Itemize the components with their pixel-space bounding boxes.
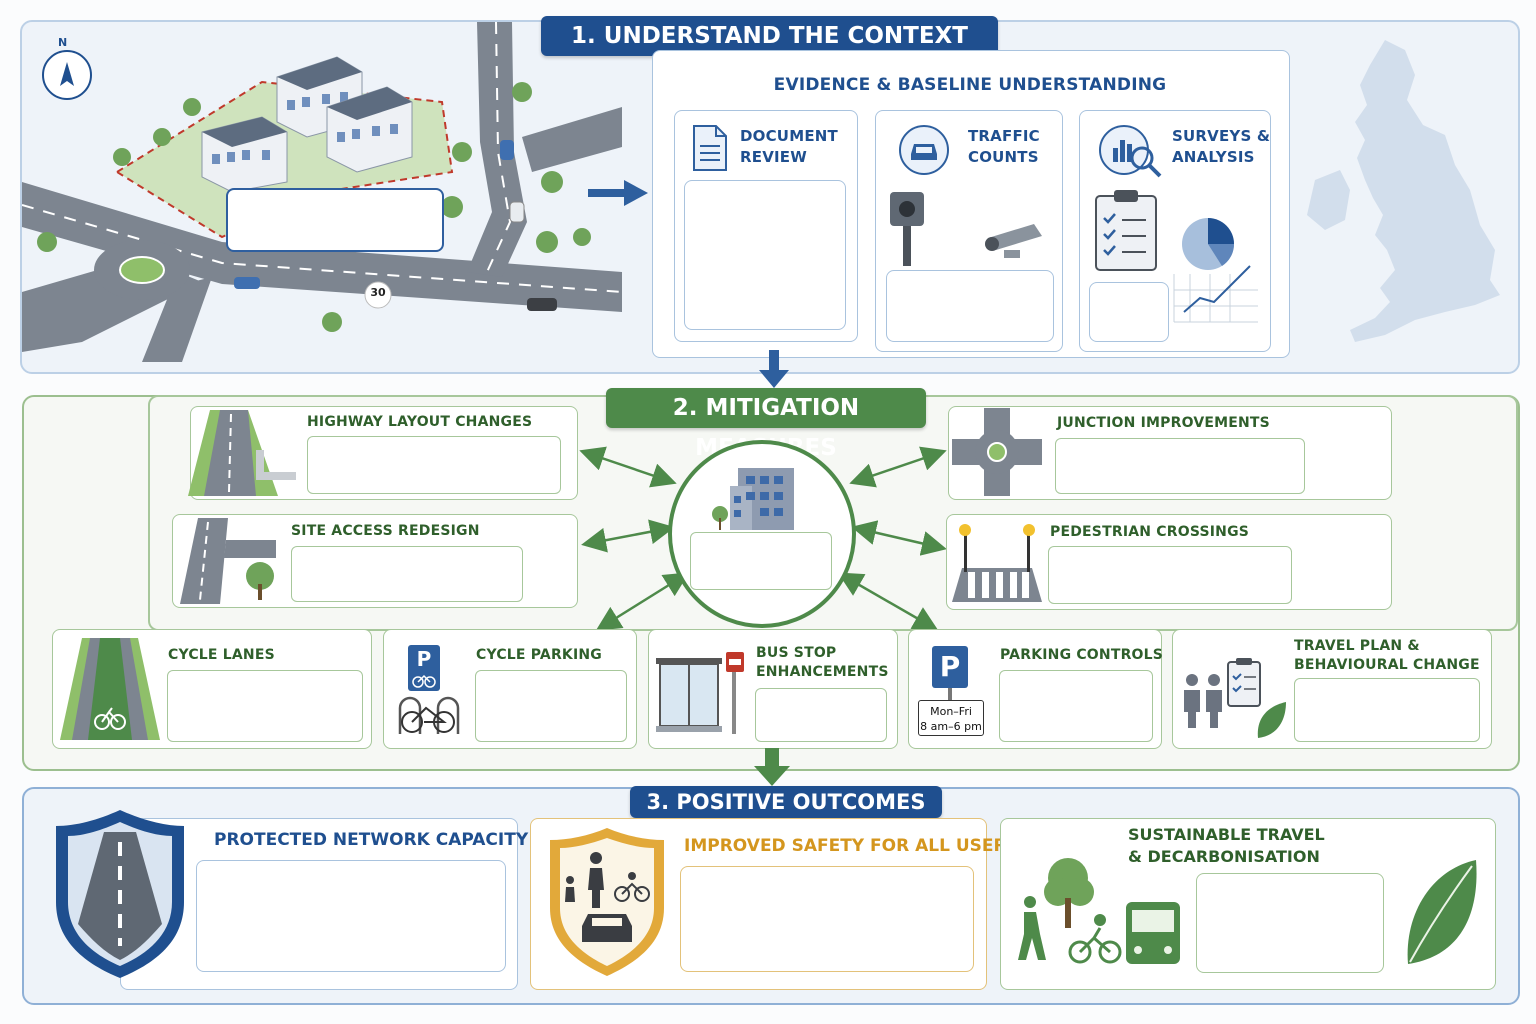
document-review-label: DOCUMENT REVIEW xyxy=(740,127,838,166)
pedestrian-crossing-icon xyxy=(952,524,1042,602)
leaf-icon xyxy=(1407,860,1477,964)
parking-times-sign: Mon–Fri 8 am–6 pm xyxy=(918,700,984,736)
document-review-content-box xyxy=(684,180,846,330)
travel-plan-content-box xyxy=(1294,678,1480,742)
compass-north-label: N xyxy=(58,36,68,49)
parking-controls-label: PARKING CONTROLS xyxy=(1000,647,1164,663)
surveys-content-box xyxy=(1089,282,1169,342)
network-capacity-label: PROTECTED NETWORK CAPACITY xyxy=(214,830,529,850)
travel-plan-icon xyxy=(1184,658,1286,738)
traffic-counts-content-box xyxy=(886,270,1054,342)
bus-shelter-icon xyxy=(656,652,744,734)
travel-plan-label: TRAVEL PLAN & BEHAVIOURAL CHANGE xyxy=(1294,638,1480,673)
cycle-parking-label: CYCLE PARKING xyxy=(476,647,603,663)
compass-icon xyxy=(42,50,92,100)
chart-search-icon xyxy=(1099,125,1162,178)
site-callout-box xyxy=(226,188,444,252)
junction-content-box xyxy=(1055,438,1305,494)
hub-content-box xyxy=(690,532,832,590)
site-map-illustration xyxy=(22,22,622,362)
surveys-analysis-label: SURVEYS & ANALYSIS xyxy=(1172,127,1271,166)
building-icon xyxy=(201,56,413,193)
uk-map-icon xyxy=(1307,40,1500,342)
junction-improvements-label: JUNCTION IMPROVEMENTS xyxy=(1057,415,1270,431)
site-access-icon xyxy=(180,518,276,604)
pedestrian-content-box xyxy=(1048,546,1292,604)
connector-arrows xyxy=(579,446,947,631)
junction-roundabout-icon xyxy=(952,408,1042,496)
arrow-right-icon xyxy=(588,180,648,206)
pie-line-chart-icon xyxy=(1173,218,1258,323)
site-access-content-box xyxy=(291,546,523,602)
sustainable-travel-label: SUSTAINABLE TRAVEL & DECARBONISATION xyxy=(1128,825,1325,866)
bus-stop-label: BUS STOP ENHANCEMENTS xyxy=(756,645,889,680)
sustainable-transport-icon xyxy=(1018,858,1180,964)
evidence-title: EVIDENCE & BASELINE UNDERSTANDING xyxy=(773,75,1167,95)
arrow-down-icon xyxy=(759,350,789,388)
site-access-label: SITE ACCESS REDESIGN xyxy=(291,523,480,539)
safety-label: IMPROVED SAFETY FOR ALL USERS xyxy=(684,836,1019,856)
network-capacity-content-box xyxy=(196,860,506,972)
bus-stop-content-box xyxy=(755,688,887,742)
parking-sign-post xyxy=(948,688,952,700)
banner-understand-context: 1. UNDERSTAND THE CONTEXT xyxy=(541,16,998,56)
shield-road-icon xyxy=(56,810,184,978)
clipboard-checklist-icon xyxy=(1095,190,1157,271)
bike-rack-icon xyxy=(398,696,460,734)
cycle-parking-content-box xyxy=(475,670,627,742)
banner-mitigation-measures: 2. MITIGATION MEASURES xyxy=(606,388,926,461)
arrow-down-icon xyxy=(754,748,790,786)
document-icon xyxy=(693,125,727,171)
cycle-parking-sign-letter: P xyxy=(416,647,432,671)
highway-layout-label: HIGHWAY LAYOUT CHANGES xyxy=(307,414,533,430)
highway-layout-content-box xyxy=(307,436,561,494)
parking-sign: P xyxy=(932,646,968,688)
bicycle-icon xyxy=(412,674,436,688)
traffic-counter-devices-icon xyxy=(890,192,1042,266)
pedestrian-crossings-label: PEDESTRIAN CROSSINGS xyxy=(1050,524,1250,540)
cycle-parking-sign: P xyxy=(408,645,440,691)
building-icon xyxy=(712,468,794,530)
cycle-lane-icon xyxy=(60,638,160,740)
car-icon xyxy=(899,125,949,175)
safety-content-box xyxy=(680,866,974,972)
safety-shield-icon xyxy=(550,828,664,976)
traffic-counts-label: TRAFFIC COUNTS xyxy=(968,127,1040,166)
highway-layout-icon xyxy=(188,410,296,496)
cycle-lanes-label: CYCLE LANES xyxy=(168,647,275,663)
cycle-lanes-content-box xyxy=(167,670,363,742)
speed-limit-sign: 30 xyxy=(370,286,386,299)
banner-positive-outcomes: 3. POSITIVE OUTCOMES xyxy=(630,786,942,818)
parking-controls-content-box xyxy=(999,670,1153,742)
sustainable-content-box xyxy=(1196,873,1384,973)
